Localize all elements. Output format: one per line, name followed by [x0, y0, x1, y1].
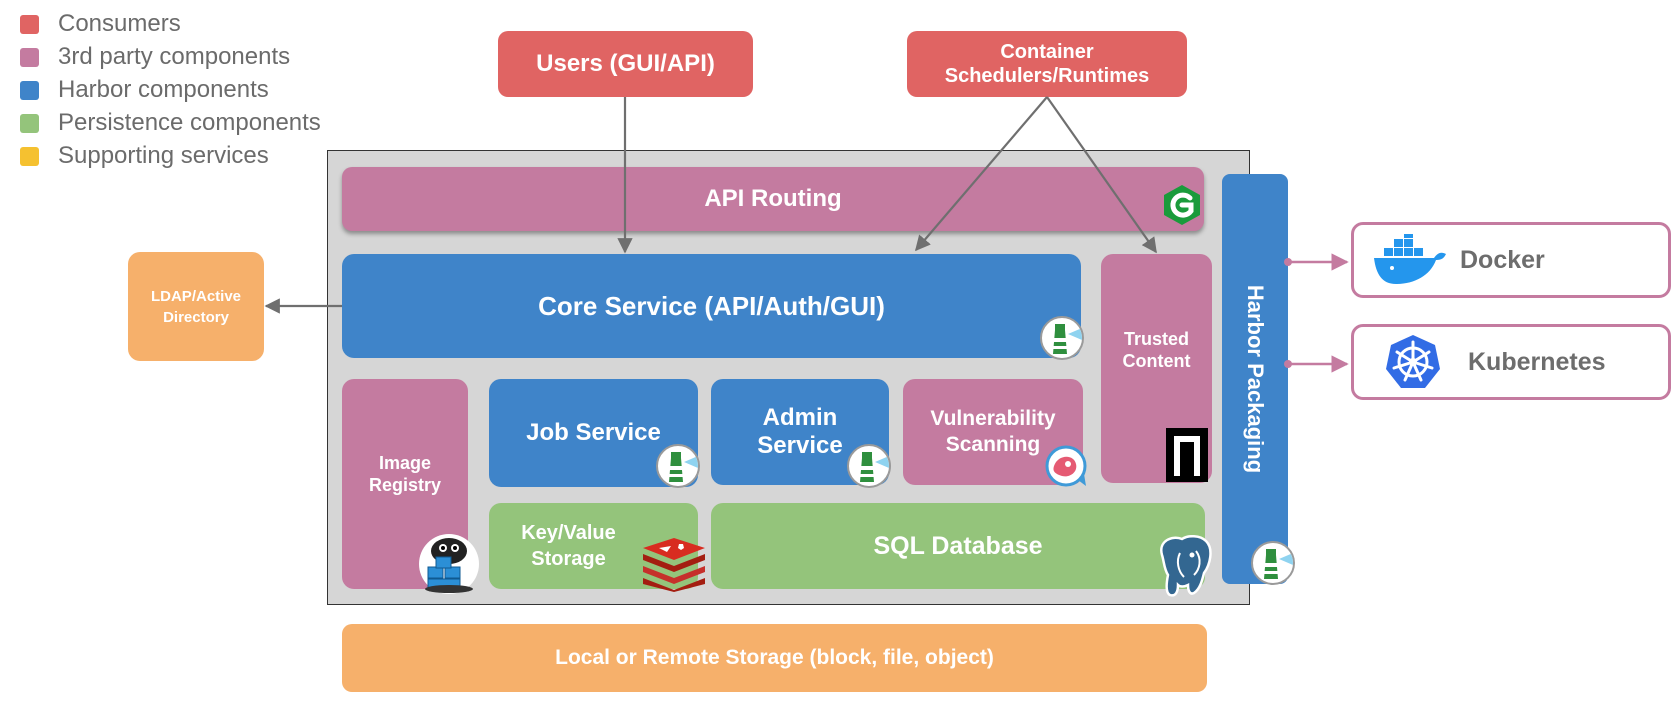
ldap-line1: LDAP/Active — [150, 287, 242, 305]
redis-icon — [643, 538, 705, 592]
image-registry-line1: Image — [378, 453, 432, 473]
kv-storage-line1: Key/Value — [521, 522, 616, 544]
kv-storage-line2: Storage — [531, 548, 606, 570]
users-box: Users (GUI/API) — [498, 31, 753, 97]
nginx-icon — [1164, 185, 1200, 225]
notary-icon — [1166, 428, 1208, 482]
legend-swatch — [20, 146, 39, 166]
trusted-content-line1: Trusted — [1123, 328, 1189, 349]
harbor-packaging-box: Harbor Packaging — [1222, 174, 1288, 584]
docker-distribution-icon — [419, 534, 479, 594]
schedulers-label-line2: Schedulers/Runtimes — [944, 65, 1150, 87]
sql-database-label: SQL Database — [873, 531, 1043, 560]
legend-label: Persistence components — [58, 109, 321, 136]
legend-label: Consumers — [58, 10, 181, 37]
legend-swatch — [20, 14, 39, 34]
legend-item-harbor: Harbor components — [20, 76, 269, 104]
job-service-label: Job Service — [526, 419, 661, 446]
postgresql-icon — [1160, 535, 1212, 597]
ldap-line2: Directory — [163, 308, 229, 326]
legend-item-3rd-party: 3rd party components — [20, 43, 290, 71]
lighthouse-icon — [1251, 541, 1295, 585]
admin-service-line2: Service — [757, 432, 843, 459]
legend-item-consumers: Consumers — [20, 10, 181, 38]
harbor-packaging-label: Harbor Packaging — [1243, 284, 1268, 474]
core-service-box: Core Service (API/Auth/GUI) — [342, 254, 1081, 358]
ldap-box: LDAP/Active Directory — [128, 252, 264, 361]
lighthouse-icon — [847, 444, 891, 488]
kubernetes-wheel-icon — [1386, 335, 1440, 388]
lighthouse-icon — [1040, 316, 1084, 360]
admin-service-box: Admin Service — [711, 379, 889, 485]
storage-box: Local or Remote Storage (block, file, ob… — [342, 624, 1207, 692]
users-label: Users (GUI/API) — [536, 50, 715, 77]
legend-label: Harbor components — [58, 76, 269, 103]
api-routing-box: API Routing — [342, 167, 1204, 231]
legend-label: 3rd party components — [58, 43, 291, 70]
docker-target: Docker — [1351, 222, 1671, 298]
image-registry-line2: Registry — [368, 475, 442, 495]
legend-label: Supporting services — [58, 142, 269, 169]
packaging-arrows — [1288, 253, 1349, 373]
vulnerability-line1: Vulnerability — [930, 407, 1056, 430]
docker-whale-icon — [1374, 234, 1446, 284]
legend-swatch — [20, 80, 39, 100]
container-schedulers-box: Container Schedulers/Runtimes — [907, 31, 1187, 97]
lighthouse-icon — [656, 444, 700, 488]
legend-swatch — [20, 47, 39, 67]
docker-label: Docker — [1460, 245, 1545, 274]
clair-icon — [1045, 445, 1087, 487]
api-routing-label: API Routing — [704, 185, 842, 212]
schedulers-label-line1: Container — [1000, 41, 1094, 63]
legend-swatch — [20, 113, 39, 133]
legend-item-supporting: Supporting services — [20, 142, 269, 170]
legend-item-persistence: Persistence components — [20, 109, 321, 137]
sql-database-box: SQL Database — [711, 503, 1205, 589]
vulnerability-line2: Scanning — [945, 433, 1041, 456]
kubernetes-target: Kubernetes — [1351, 324, 1671, 400]
trusted-content-line2: Content — [1122, 350, 1191, 371]
admin-service-line1: Admin — [762, 404, 838, 431]
core-service-label: Core Service (API/Auth/GUI) — [538, 290, 885, 321]
storage-label: Local or Remote Storage (block, file, ob… — [555, 646, 994, 669]
image-registry-box: Image Registry — [342, 379, 468, 589]
kubernetes-label: Kubernetes — [1468, 347, 1606, 376]
